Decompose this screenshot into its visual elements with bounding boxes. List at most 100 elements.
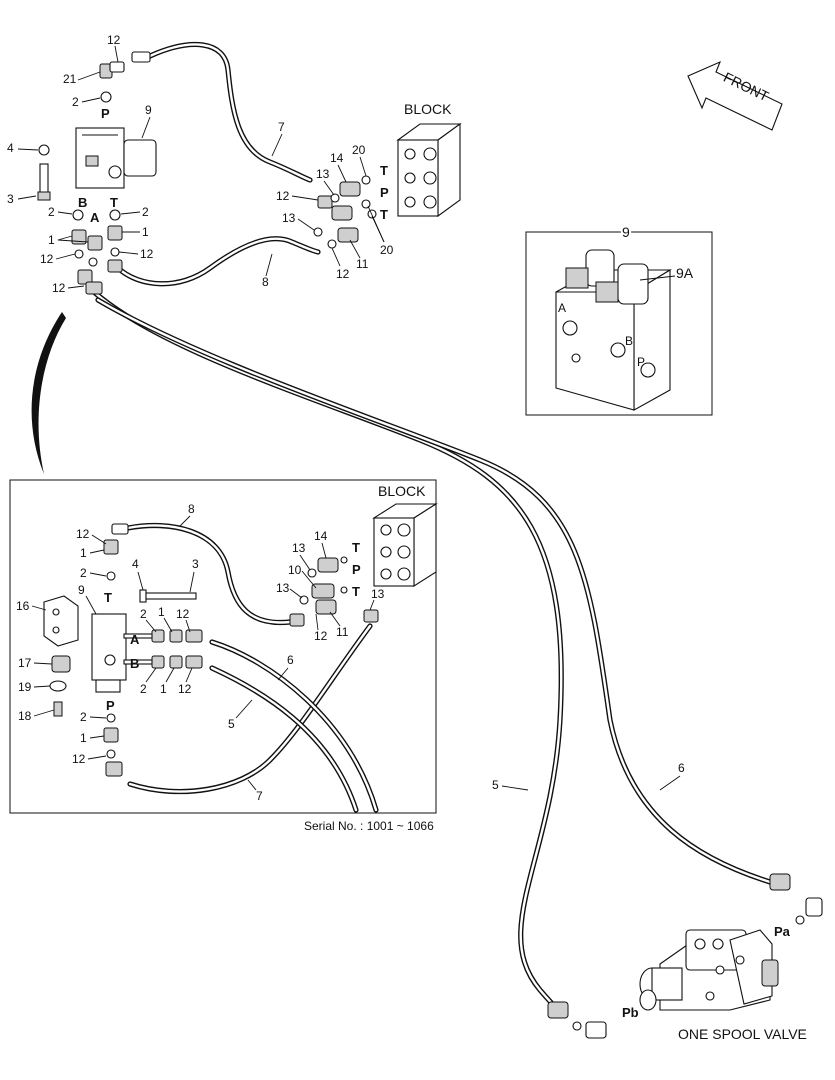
callout-1-d: 1 (158, 605, 165, 619)
port-t-block-inset-2: T (352, 584, 360, 599)
callout-8-top: 8 (262, 275, 269, 289)
block-label-inset: BLOCK (378, 483, 426, 499)
part-callouts: 12 21 2 9 4 3 2 2 1 1 12 12 12 7 8 20 14 (7, 33, 685, 833)
block-inset: BLOCK (372, 483, 438, 588)
inset-hose-8 (125, 522, 293, 626)
hose-5 (91, 289, 565, 1017)
block-fittings-inset (289, 556, 379, 627)
port-t-block-top-1: T (380, 163, 388, 178)
callout-14-top: 14 (330, 151, 344, 165)
callout-13-b: 13 (282, 211, 296, 225)
callout-13-d: 13 (276, 581, 290, 595)
front-arrow: FRONT (687, 60, 783, 131)
callout-7-top: 7 (278, 120, 285, 134)
callout-21: 21 (63, 72, 77, 86)
callout-11-inset: 11 (336, 625, 349, 639)
one-spool-valve: ONE SPOOL VALVE (547, 873, 823, 1042)
callout-1-c: 1 (80, 546, 87, 560)
callout-2-d: 2 (80, 566, 87, 580)
callout-1-b: 1 (142, 225, 149, 239)
callout-17: 17 (18, 656, 32, 670)
port-b-inset: B (130, 656, 139, 671)
callout-18: 18 (18, 709, 32, 723)
callout-12-h: 12 (176, 607, 190, 621)
callout-12-k: 12 (314, 629, 328, 643)
callout-12-f: 12 (336, 267, 350, 281)
callout-12-c: 12 (140, 247, 154, 261)
callout-10: 10 (288, 563, 302, 577)
solenoid-valve-9-top (75, 127, 157, 189)
detail-9a-label: 9A (676, 265, 694, 281)
inset-fittings (103, 523, 203, 777)
callout-5: 5 (492, 778, 499, 792)
callout-8-inset: 8 (188, 502, 195, 516)
callout-12-e: 12 (276, 189, 290, 203)
inset-hose-6 (209, 639, 379, 813)
callout-4-inset: 4 (132, 557, 139, 571)
port-pa: Pa (774, 924, 791, 939)
callout-5-inset: 5 (228, 717, 235, 731)
port-t-top: T (110, 195, 118, 210)
inset-bracket-16 (43, 595, 79, 717)
callout-2-e: 2 (140, 607, 147, 621)
callout-4-top: 4 (7, 141, 14, 155)
callout-12-j: 12 (72, 752, 86, 766)
callout-13-c: 13 (292, 541, 306, 555)
callout-14-inset: 14 (314, 529, 328, 543)
block-top: BLOCK (396, 101, 462, 218)
callout-1-e: 1 (160, 682, 167, 696)
port-letters: P B A T T P T T A B P T P T Pa Pb (78, 106, 791, 1020)
callout-1-f: 1 (80, 731, 87, 745)
callout-9-top: 9 (145, 103, 152, 117)
port-a-inset: A (130, 632, 140, 647)
serial-note: Serial No. : 1001 ~ 1066 (304, 819, 434, 833)
callout-6-inset: 6 (287, 653, 294, 667)
port-p-top: P (101, 106, 110, 121)
callout-19: 19 (18, 680, 32, 694)
one-spool-valve-label: ONE SPOOL VALVE (678, 1026, 807, 1042)
callout-3-inset: 3 (192, 557, 199, 571)
callout-12-a: 12 (107, 33, 121, 47)
port-b-top: B (78, 195, 87, 210)
callout-2-f: 2 (140, 682, 147, 696)
detail-port-a: A (558, 301, 566, 315)
hose-7-top (147, 42, 313, 183)
block-label-top: BLOCK (404, 101, 452, 117)
callout-13-e: 13 (371, 587, 385, 601)
callout-1-a: 1 (48, 233, 55, 247)
callout-2-a: 2 (72, 95, 79, 109)
callout-3-top: 3 (7, 192, 14, 206)
port-t-inset-valve: T (104, 590, 112, 605)
inset-valve-9 (91, 613, 127, 693)
inset-hose-7 (127, 623, 373, 795)
port-p-block-inset: P (352, 562, 361, 577)
callout-12-g: 12 (76, 527, 90, 541)
callout-20-b: 20 (380, 243, 394, 257)
port-pb: Pb (622, 1005, 639, 1020)
callout-13-a: 13 (316, 167, 330, 181)
detail-box-9: 9 A B P 9A (525, 222, 713, 416)
callout-6: 6 (678, 761, 685, 775)
callout-12-d: 12 (52, 281, 66, 295)
callout-2-b: 2 (48, 205, 55, 219)
inset-hose-5 (209, 665, 359, 813)
detail-port-p: P (637, 355, 645, 369)
port-t-block-top-2: T (380, 207, 388, 222)
callout-7-inset: 7 (256, 789, 263, 803)
callout-2-g: 2 (80, 710, 87, 724)
detail-port-b: B (625, 334, 633, 348)
hose-8-top (115, 236, 321, 287)
inset-pointer (31, 312, 67, 474)
detail-9-label: 9 (622, 224, 630, 240)
callout-12-b: 12 (40, 252, 54, 266)
port-a-top: A (90, 210, 100, 225)
port-p-inset-valve: P (106, 698, 115, 713)
callout-12-i: 12 (178, 682, 192, 696)
hose-6 (95, 297, 773, 885)
port-p-block-top: P (380, 185, 389, 200)
callout-11-top: 11 (356, 257, 369, 271)
callout-2-c: 2 (142, 205, 149, 219)
callout-9-inset: 9 (78, 583, 85, 597)
callout-16: 16 (16, 599, 30, 613)
